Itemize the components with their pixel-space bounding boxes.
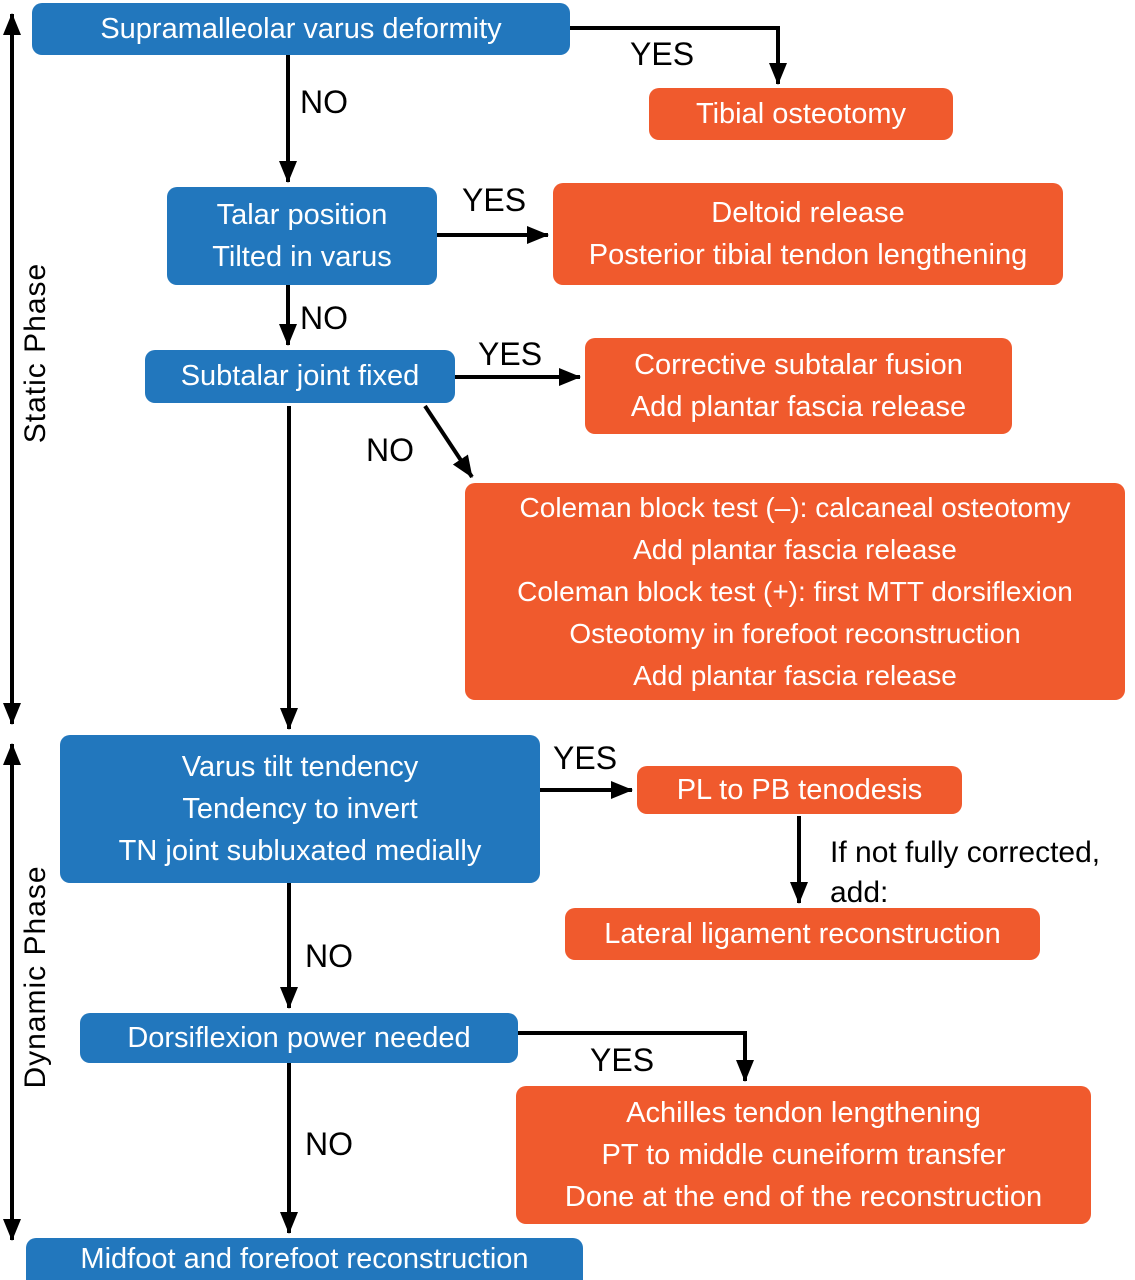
- edge-no-3-diagonal: [423, 404, 474, 479]
- edge-label-yes-4: YES: [553, 740, 618, 776]
- node-text: PT to middle cuneiform transfer: [601, 1138, 1006, 1171]
- node-text: Done at the end of the reconstruction: [564, 1181, 1043, 1214]
- edge-label-yes-2: YES: [462, 182, 527, 218]
- node-text: Midfoot and forefoot reconstruction: [80, 1242, 529, 1275]
- node-text: TN joint subluxated medially: [118, 835, 482, 868]
- edge-label-yes-1: YES: [630, 36, 695, 72]
- node-text: Deltoid release: [711, 196, 905, 229]
- edge-label-no-1: NO: [300, 84, 348, 120]
- edge-label-no-4: NO: [305, 938, 353, 974]
- edge-label-yes-3: YES: [478, 336, 543, 372]
- node-varus-tilt-tendency: Varus tilt tendency Tendency to invert T…: [60, 735, 540, 883]
- node-talar-position: Talar position Tilted in varus: [167, 187, 437, 285]
- node-dorsiflexion-power-needed: Dorsiflexion power needed: [80, 1013, 518, 1063]
- node-text: Supramalleolar varus deformity: [100, 12, 502, 45]
- node-supramalleolar-varus-deformity: Supramalleolar varus deformity: [32, 3, 570, 55]
- node-text: PL to PB tenodesis: [676, 773, 923, 806]
- node-text: Talar position: [216, 198, 388, 231]
- node-text: Tilted in varus: [212, 241, 392, 273]
- node-text: Tibial osteotomy: [695, 97, 907, 130]
- edge-label-no-2: NO: [300, 300, 348, 336]
- action-tibial-osteotomy: Tibial osteotomy: [649, 88, 953, 140]
- action-deltoid-release: Deltoid release Posterior tibial tendon …: [553, 183, 1063, 285]
- action-lateral-ligament-reconstruction: Lateral ligament reconstruction: [565, 908, 1040, 960]
- node-text: Dorsiflexion power needed: [127, 1021, 471, 1054]
- node-midfoot-forefoot-reconstruction: Midfoot and forefoot reconstruction: [26, 1238, 583, 1280]
- node-text: Lateral ligament reconstruction: [604, 917, 1001, 950]
- node-text: Osteotomy in forefoot reconstruction: [569, 617, 1021, 649]
- node-text: Achilles tendon lengthening: [626, 1096, 981, 1129]
- edge-label-no-5: NO: [305, 1126, 353, 1162]
- action-pl-to-pb-tenodesis: PL to PB tenodesis: [637, 766, 962, 814]
- node-text: Add plantar fascia release: [630, 391, 967, 423]
- edge-note-if-not-corrected-line2: add:: [830, 876, 889, 909]
- action-corrective-subtalar-fusion: Corrective subtalar fusion Add plantar f…: [585, 338, 1012, 434]
- edge-note-if-not-corrected-line1: If not fully corrected,: [830, 836, 1101, 869]
- edge-label-yes-5: YES: [590, 1042, 655, 1078]
- edge-label-no-3: NO: [366, 432, 414, 468]
- node-text: Add plantar fascia release: [633, 659, 957, 691]
- node-text: Tendency to invert: [182, 792, 418, 825]
- action-achilles-tendon-lengthening: Achilles tendon lengthening PT to middle…: [516, 1086, 1091, 1224]
- action-coleman-block-test: Coleman block test (–): calcaneal osteot…: [465, 483, 1125, 700]
- node-text: Add plantar fascia release: [633, 533, 957, 565]
- node-text: Corrective subtalar fusion: [634, 348, 963, 381]
- dynamic-phase-label: Dynamic Phase: [19, 865, 52, 1089]
- node-text: Posterior tibial tendon lengthening: [588, 239, 1028, 271]
- static-phase-label: Static Phase: [19, 262, 52, 444]
- node-text: Subtalar joint fixed: [180, 360, 420, 393]
- node-text: Varus tilt tendency: [181, 750, 419, 783]
- node-text: Coleman block test (+): first MTT dorsif…: [517, 575, 1073, 607]
- node-subtalar-joint-fixed: Subtalar joint fixed: [145, 350, 455, 403]
- node-text: Coleman block test (–): calcaneal osteot…: [519, 491, 1071, 523]
